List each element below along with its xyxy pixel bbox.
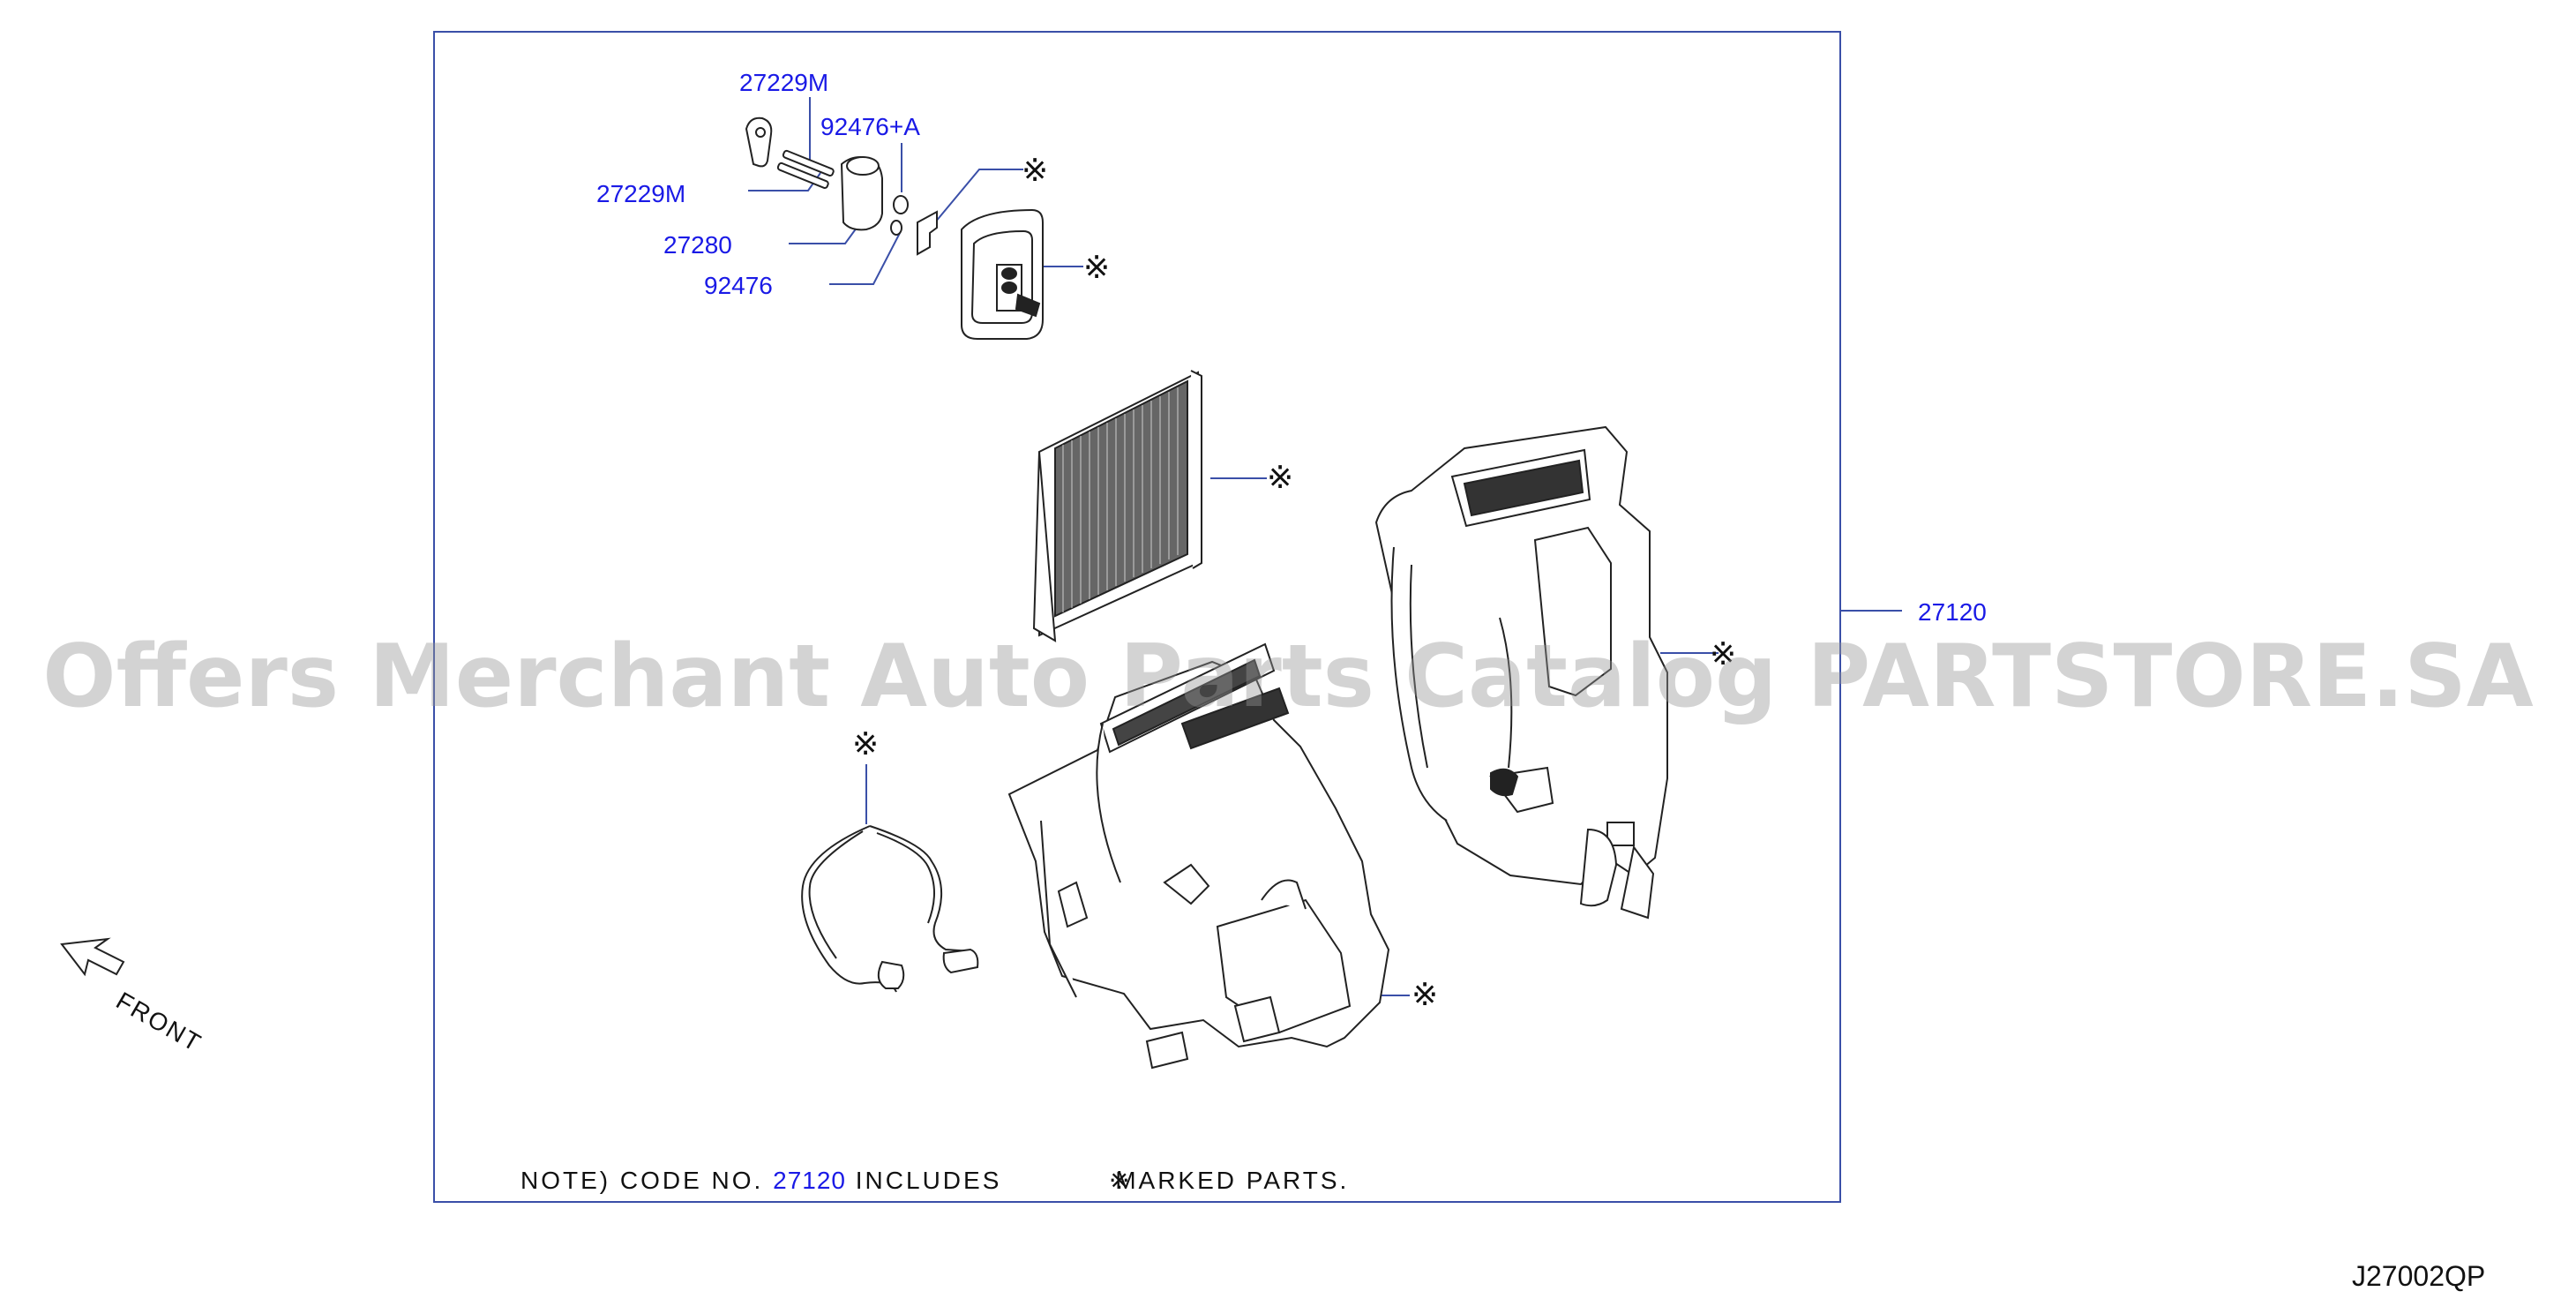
grommet-part	[961, 208, 1044, 340]
front-arrow	[60, 937, 125, 977]
front-housing	[1007, 642, 1390, 1070]
expansion-valve-group	[745, 116, 909, 236]
note-prefix: NOTE) CODE NO.	[520, 1167, 764, 1194]
asterisk-marker-harness: ※	[852, 726, 880, 762]
asterisk-marker-front-housing: ※	[1412, 977, 1439, 1013]
rear-housing	[1374, 425, 1668, 920]
diagram-frame	[433, 31, 1841, 1203]
part-label-92476[interactable]: 92476	[704, 272, 773, 299]
asterisk-marker-clip: ※	[1022, 153, 1049, 189]
evaporator-core	[1032, 370, 1202, 642]
asterisk-marker-evaporator: ※	[1267, 460, 1294, 496]
note-code-link[interactable]: 27120	[773, 1167, 846, 1194]
wire-harness	[801, 825, 979, 993]
diagram-note: NOTE) CODE NO. 27120 INCLUDES ※ MARKED P…	[520, 1166, 1349, 1195]
part-label-92476-a[interactable]: 92476+A	[820, 113, 920, 140]
asterisk-marker-rear-housing: ※	[1710, 636, 1737, 672]
asterisk-marker-grommet: ※	[1083, 250, 1111, 286]
diagram-code: J27002QP	[2352, 1260, 2486, 1292]
part-label-27120[interactable]: 27120	[1918, 598, 1987, 626]
note-middle: INCLUDES	[855, 1167, 1002, 1194]
evaporator-fins	[1062, 387, 1179, 612]
part-label-27229m-left[interactable]: 27229M	[596, 180, 686, 207]
part-label-27280[interactable]: 27280	[663, 231, 732, 259]
part-label-27229m-top[interactable]: 27229M	[739, 69, 829, 96]
clip-part	[917, 210, 938, 256]
note-suffix: MARKED PARTS.	[1115, 1167, 1350, 1194]
